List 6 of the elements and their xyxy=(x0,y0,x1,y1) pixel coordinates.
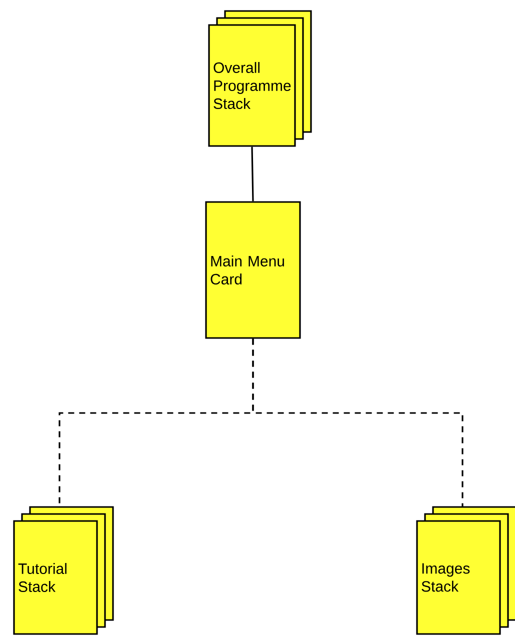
card-stack: Images Stack xyxy=(416,506,515,635)
card-stack: Tutorial Stack xyxy=(13,506,114,635)
card: Main Menu Card xyxy=(205,201,301,339)
card-stack: Overall Programme Stack xyxy=(208,10,312,147)
connector-line xyxy=(251,146,254,202)
connector-line xyxy=(252,338,464,507)
